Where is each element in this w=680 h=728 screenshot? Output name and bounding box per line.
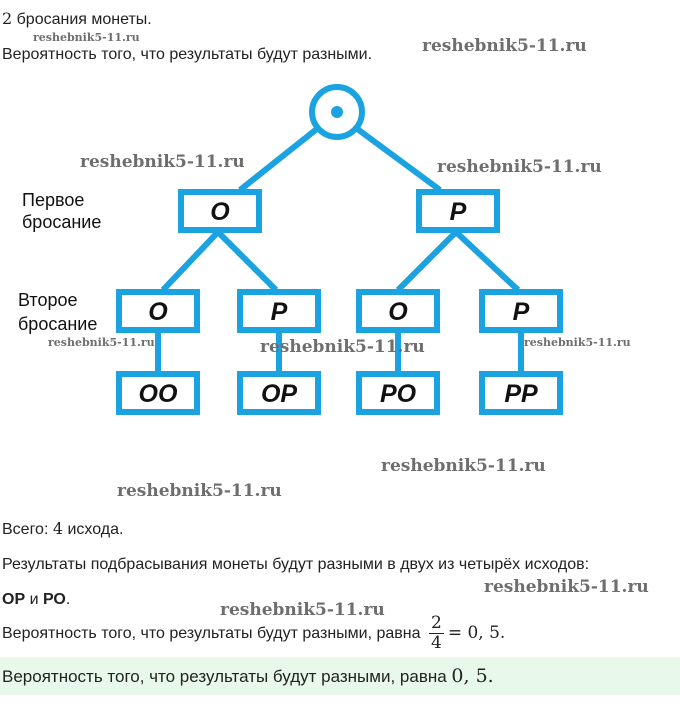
second-toss-label-3: О <box>388 298 408 326</box>
intro-text: бросания монеты. <box>12 11 152 28</box>
answer-box: Вероятность того, что результаты будут р… <box>0 657 680 695</box>
watermark: reshebnik5-11.ru <box>220 600 385 620</box>
watermark: reshebnik5-11.ru <box>381 456 546 476</box>
outcome-box-2 <box>237 371 321 415</box>
first-toss-label-line2: бросание <box>22 212 101 232</box>
second-toss-label-2: Р <box>271 298 288 326</box>
joiner-text: и <box>25 591 43 608</box>
outcome-label-4: РР <box>504 380 538 408</box>
intro-line: 2 бросания монеты. <box>2 9 152 29</box>
probability-text: Вероятность того, что результаты будут р… <box>2 625 425 642</box>
watermark: reshebnik5-11.ru <box>524 336 631 349</box>
intro-number: 2 <box>2 9 13 28</box>
watermark: reshebnik5-11.ru <box>437 157 602 177</box>
tree-edge <box>238 125 320 193</box>
tree-root-node <box>309 84 365 140</box>
watermark: reshebnik5-11.ru <box>80 152 245 172</box>
outcome-box-1 <box>116 371 200 415</box>
tree-edge <box>215 229 279 293</box>
answer-label: Вероятность того, что результаты будут р… <box>2 667 452 686</box>
second-toss-label-line2: бросание <box>18 314 97 334</box>
tree-root-dot <box>331 106 343 118</box>
tree-edge <box>453 229 521 293</box>
first-toss-label-line1: Первое <box>22 190 84 210</box>
outcome-label-3: РО <box>380 380 417 408</box>
watermark: reshebnik5-11.ru <box>117 481 282 501</box>
outcomes-line: ОР и РО. <box>2 591 70 609</box>
total-prefix: Всего: <box>2 521 53 538</box>
first-toss-p-label: Р <box>450 198 467 226</box>
probability-line: Вероятность того, что результаты будут р… <box>2 612 505 654</box>
favorable-outcome-2: РО <box>42 591 66 608</box>
total-number: 4 <box>52 519 64 538</box>
outcome-box-3 <box>356 371 440 415</box>
second-toss-box-4 <box>479 289 563 333</box>
outcome-box-4 <box>479 371 563 415</box>
tree-edge <box>354 125 442 193</box>
tree-edge <box>395 229 459 293</box>
tree-edge <box>160 229 221 293</box>
second-toss-label-line1: Второе <box>18 290 78 310</box>
second-toss-label-1: О <box>148 298 168 326</box>
watermark: reshebnik5-11.ru <box>484 577 649 597</box>
answer-text: Вероятность того, что результаты будут р… <box>2 665 494 687</box>
probability-result: = 0, 5. <box>447 623 506 643</box>
watermark: reshebnik5-11.ru <box>422 36 587 56</box>
second-toss-box-1 <box>116 289 200 333</box>
fraction-numerator: 2 <box>428 613 444 635</box>
total-suffix: исхода. <box>63 521 124 538</box>
second-toss-box-2 <box>237 289 321 333</box>
outcome-label-1: ОО <box>139 380 178 408</box>
favorable-outcome-1: ОР <box>2 591 26 608</box>
first-toss-box-o <box>178 189 262 233</box>
fraction-denominator: 4 <box>430 633 442 654</box>
answer-value: 0, 5. <box>451 665 494 687</box>
total-line: Всего: 4 исхода. <box>2 519 123 539</box>
watermark: reshebnik5-11.ru <box>260 337 425 357</box>
second-toss-box-3 <box>356 289 440 333</box>
first-toss-o-label: О <box>210 198 230 226</box>
watermark: reshebnik5-11.ru <box>33 31 140 44</box>
second-toss-label-4: Р <box>513 298 530 326</box>
watermark: reshebnik5-11.ru <box>48 336 155 349</box>
results-line: Результаты подбрасывания монеты будут ра… <box>2 556 590 573</box>
first-toss-box-p <box>416 189 500 233</box>
probability-tree-diagram: О Р О Р О Р ОО ОР РО РР Первое бросание … <box>18 84 563 415</box>
question-line: Вероятность того, что результаты будут р… <box>2 46 373 63</box>
period: . <box>65 591 71 608</box>
outcome-label-2: ОР <box>261 380 297 408</box>
